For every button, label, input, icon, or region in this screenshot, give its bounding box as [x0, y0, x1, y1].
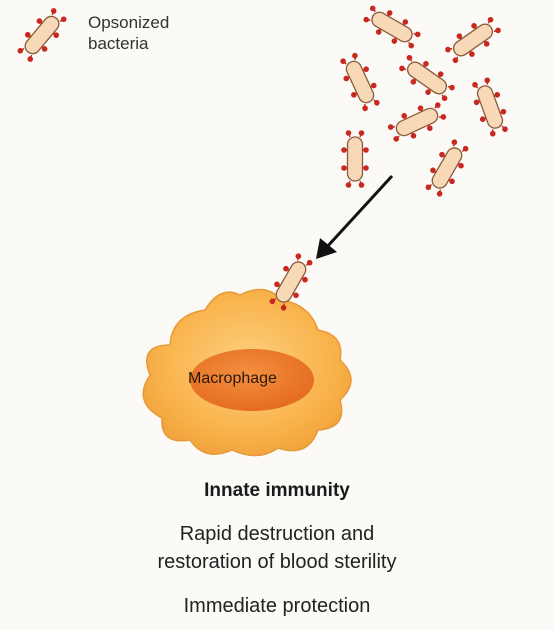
- legend-bacterium-icon: [17, 8, 67, 62]
- opsonized-bacterium-icon: [340, 52, 380, 112]
- caption-line-3: Immediate protection: [183, 595, 371, 617]
- opsonized-bacterium-icon: [472, 77, 508, 137]
- opsonized-bacterium-icon: [425, 139, 469, 197]
- arrow-icon: [316, 174, 394, 259]
- opsonized-bacterium-icon: [445, 16, 501, 64]
- caption-line-2: restoration of blood sterility: [157, 551, 397, 573]
- opsonized-bacterium-icon: [363, 5, 421, 49]
- opsonized-bacterium-icon: [399, 54, 455, 102]
- opsonized-bacterium-icon: [269, 253, 313, 311]
- opsonized-bacterium-icon: [341, 130, 369, 188]
- opsonized-bacterium-icon: [387, 102, 447, 142]
- legend-opsonized-bacteria-label: Opsonized bacteria: [88, 13, 170, 53]
- caption-line-1: Rapid destruction and: [179, 523, 375, 545]
- macrophage-nucleus: [190, 349, 314, 411]
- bacteria-group: [17, 5, 508, 311]
- macrophage-label: Macrophage: [188, 370, 277, 387]
- caption-heading: Innate immunity: [204, 480, 350, 501]
